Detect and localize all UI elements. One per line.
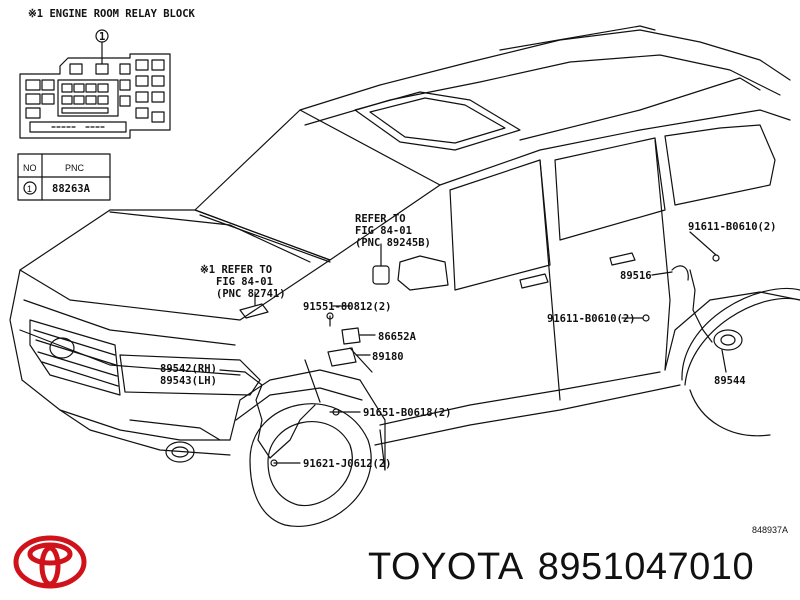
relay-block-title: ※1 ENGINE ROOM RELAY BLOCK	[28, 8, 196, 20]
label-89180: 89180	[372, 351, 404, 363]
pnc-row-pnc: 88263A	[52, 183, 91, 195]
refer-1-line1: REFER TO	[355, 213, 406, 225]
pnc-header-pnc: PNC	[65, 163, 85, 173]
pnc-table	[17, 153, 111, 201]
brand-name: TOYOTA	[368, 546, 524, 588]
label-91551: 91551-80812(2)	[303, 301, 392, 313]
label-89516: 89516	[620, 270, 652, 282]
pnc-row-no: 1	[27, 184, 32, 194]
label-89543: 89543(LH)	[160, 375, 217, 387]
refer-1-line2: FIG 84-01	[355, 225, 412, 237]
diagram-id: 848937A	[752, 525, 788, 535]
pnc-header-no: NO	[23, 163, 37, 173]
label-89542: 89542(RH)	[160, 363, 217, 375]
label-89544: 89544	[714, 375, 746, 387]
part-number: 8951047010	[537, 546, 755, 588]
parts-and-leaders	[219, 231, 727, 467]
diagram-labels: ※1 ENGINE ROOM RELAY BLOCK 1 NO PNC 1 88…	[23, 8, 788, 535]
vehicle-outline	[9, 25, 800, 527]
refer-2-line1: ※1 REFER TO	[200, 264, 272, 276]
label-91651: 91651-B0618(2)	[363, 407, 452, 419]
label-86652a: 86652A	[378, 331, 417, 343]
label-91621: 91621-J0612(2)	[303, 458, 392, 470]
refer-1-line3: (PNC 89245B)	[355, 237, 431, 249]
refer-2-line2: FIG 84-01	[216, 276, 273, 288]
brand-line: TOYOTA 8951047010	[368, 546, 768, 589]
toyota-logo-icon	[13, 535, 87, 589]
refer-2-line3: (PNC 82741)	[216, 288, 286, 300]
label-91611-top: 91611-B0610(2)	[688, 221, 777, 233]
relay-block-drawing	[19, 29, 171, 139]
relay-block-callout: 1	[99, 31, 105, 43]
label-91611-mid: 91611-B0610(2)	[547, 313, 636, 325]
